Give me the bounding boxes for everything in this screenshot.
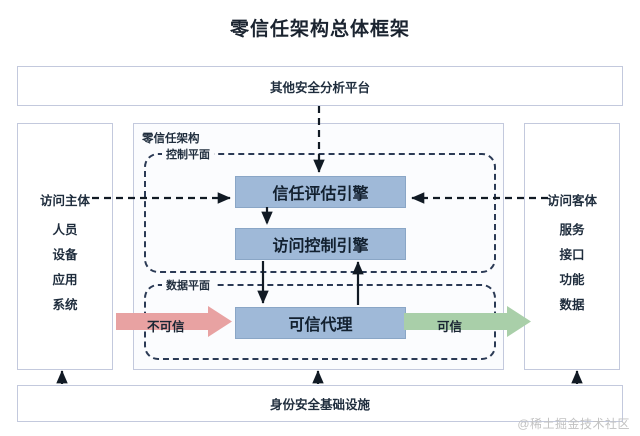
bottom-identity-label: 身份安全基础设施	[269, 398, 370, 412]
object-item-1: 接口	[559, 248, 585, 262]
subject-item-1: 设备	[52, 248, 78, 262]
subject-item-list: 人员 设备 应用 系统	[18, 218, 112, 318]
box-access-object: 访问客体 服务 接口 功能 数据	[524, 123, 620, 370]
box-identity-security-infrastructure: 身份安全基础设施	[17, 385, 623, 422]
subject-heading: 访问主体	[39, 194, 90, 208]
object-item-0: 服务	[559, 223, 585, 237]
box-trust-evaluation-engine: 信任评估引擎	[235, 176, 406, 208]
box-other-security-analysis-platform: 其他安全分析平台	[17, 66, 623, 106]
object-item-2: 功能	[559, 273, 585, 287]
box-access-subject: 访问主体 人员 设备 应用 系统	[17, 123, 113, 370]
object-item-list: 服务 接口 功能 数据	[525, 218, 619, 318]
subject-item-3: 系统	[52, 298, 78, 312]
box-trusted-agent: 可信代理	[235, 307, 406, 339]
object-heading: 访问客体	[546, 194, 597, 208]
object-item-3: 数据	[559, 298, 585, 312]
trusted-flow-label: 可信	[437, 320, 463, 334]
page-title: 零信任架构总体框架	[229, 19, 410, 40]
zta-title: 零信任架构	[142, 133, 200, 145]
untrusted-flow-label: 不可信	[147, 320, 185, 334]
watermark: @稀土掘金技术社区	[517, 417, 630, 431]
top-platform-label: 其他安全分析平台	[269, 80, 370, 95]
control-plane-label: 控制平面	[162, 146, 214, 162]
subject-item-0: 人员	[52, 223, 78, 237]
data-plane-label: 数据平面	[162, 277, 214, 293]
subject-item-2: 应用	[52, 273, 78, 287]
box-access-control-engine: 访问控制引擎	[235, 228, 406, 260]
